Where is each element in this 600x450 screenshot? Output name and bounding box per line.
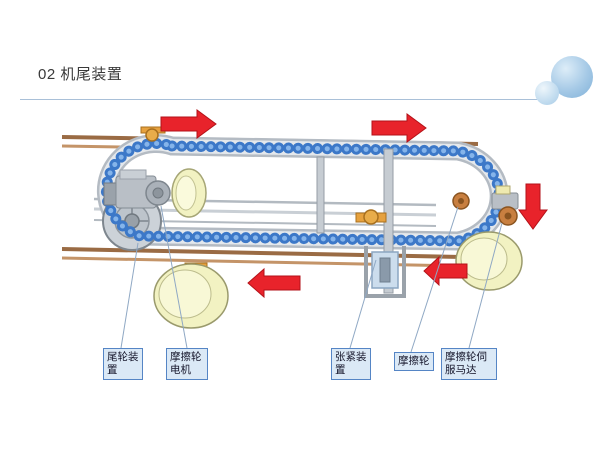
callout-label-text: 张紧装置 xyxy=(335,351,367,377)
guide-wheel-top-left xyxy=(171,168,207,218)
callout-lines xyxy=(120,205,503,353)
flow-arrow-right-down xyxy=(518,183,548,230)
callout-label-tail-wheel-device: 尾轮装置 xyxy=(103,348,143,381)
page-title: 02 机尾装置 xyxy=(38,66,123,83)
callout-line-servo xyxy=(468,222,503,349)
tension-device xyxy=(355,209,406,298)
callout-label-friction-wheel-servo: 摩擦轮伺服马达 xyxy=(441,348,497,381)
callout-label-text: 摩擦轮 xyxy=(398,355,430,367)
callout-line-motor xyxy=(160,205,188,349)
support-wheel-bottom-right xyxy=(455,231,523,291)
flow-arrow-top-left xyxy=(160,109,217,139)
friction-wheel-motor xyxy=(103,169,171,209)
callout-label-text: 摩擦轮电机 xyxy=(170,351,202,377)
friction-wheel xyxy=(452,192,470,210)
chain-loop xyxy=(100,137,505,247)
callout-label-text: 尾轮装置 xyxy=(107,351,139,377)
friction-wheel-servo-motor xyxy=(491,185,519,226)
support-wheel-bottom-left xyxy=(153,263,229,329)
callout-line-tension xyxy=(349,259,377,349)
flow-arrow-bottom-middle xyxy=(247,267,301,299)
title-divider xyxy=(20,99,542,100)
callout-label-text: 摩擦轮伺服马达 xyxy=(445,351,487,377)
callout-label-friction-wheel-motor: 摩擦轮电机 xyxy=(166,348,208,381)
callout-label-tension-device: 张紧装置 xyxy=(331,348,371,381)
flow-arrow-top-right xyxy=(371,113,427,143)
callout-label-friction-wheel: 摩擦轮 xyxy=(394,352,434,372)
callout-line-friction-wheel xyxy=(410,206,459,353)
callout-line-tail-wheel xyxy=(120,242,139,349)
rail-clamp-top-left xyxy=(140,126,166,142)
decorative-circle-small xyxy=(535,81,559,105)
